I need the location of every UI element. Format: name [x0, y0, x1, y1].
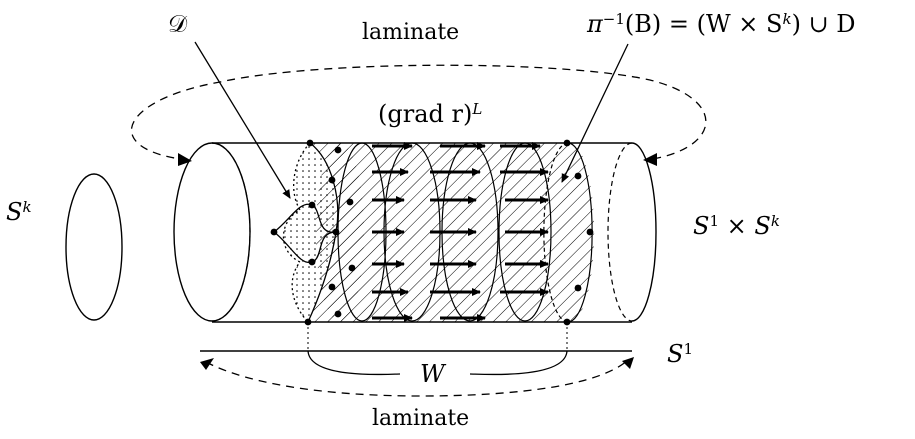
vector-field-arrows [372, 142, 549, 322]
laminate-loop-top-arrow-right [643, 153, 657, 166]
boundary-dot [306, 139, 314, 147]
boundary-dot [586, 228, 594, 236]
label-s1-exp: 1 [709, 211, 719, 230]
cylinder-left-end-hidden [211, 142, 251, 322]
cylinder-right-end-hidden [607, 142, 633, 322]
boundary-dot [308, 201, 316, 209]
label-s1-times-sk: S1 × Sk [693, 211, 780, 240]
boundary-dots [270, 139, 594, 326]
slice-circle-5-back [543, 142, 569, 323]
label-s1-right-exp: 1 [683, 339, 693, 358]
label-preimage-end: ) ∪ D [791, 10, 856, 38]
label-s1-right-base: S [667, 340, 684, 368]
pointer-arrow-preimage [561, 43, 629, 183]
label-w: W [420, 360, 445, 388]
pointer-arrow-d [194, 41, 291, 199]
boundary-dot [308, 258, 316, 266]
boundary-dot [346, 198, 354, 206]
boundary-dot [328, 176, 336, 184]
w-interval-curve [307, 350, 568, 376]
boundary-dot [334, 310, 342, 318]
label-grad-r: (grad r)L [378, 99, 483, 128]
label-preimage-mid: (B) = (W × S [624, 10, 783, 38]
label-sk-exp: k [22, 197, 32, 216]
sk-sphere-ellipse [65, 173, 123, 321]
laminate-loop-bottom-arrow-right [622, 357, 634, 369]
laminate-loop-bottom-arrow-left [200, 358, 214, 370]
label-preimage-pi: π [587, 10, 603, 38]
label-preimage: π−1(B) = (W × Sk) ∪ D [587, 9, 856, 38]
cylinder-right-end-visible [631, 142, 657, 322]
boundary-dot [332, 228, 340, 236]
disk-boundary-left-dotted [282, 142, 311, 323]
dotted-region [283, 143, 338, 322]
boundary-dot [328, 283, 336, 291]
boundary-dot [334, 146, 342, 154]
laminate-loop-bottom [205, 359, 629, 397]
boundary-dot [574, 172, 582, 180]
boundary-dot [563, 139, 571, 147]
label-sk-left: Sk [6, 197, 32, 226]
laminate-loop-top [130, 64, 707, 161]
label-grad-exp: L [472, 99, 483, 118]
label-s1-right: S1 [667, 339, 693, 368]
label-times-sk: × S [719, 212, 771, 240]
slice-circle-4 [498, 142, 552, 322]
boundary-dot [574, 284, 582, 292]
label-laminate-top: laminate [362, 20, 460, 45]
boundary-dot [270, 228, 278, 236]
label-s1-base: S [693, 212, 710, 240]
label-sk-base: S [6, 198, 23, 226]
label-d-script: 𝒟 [168, 10, 188, 38]
label-laminate-bottom: laminate [372, 406, 470, 431]
laminate-loop-top-arrow-left [178, 153, 192, 166]
label-preimage-k: k [782, 9, 792, 28]
label-sk-exp-right: k [770, 211, 780, 230]
label-preimage-pi-exp: −1 [602, 9, 625, 28]
label-grad-main: (grad r) [378, 100, 473, 128]
boundary-dot [348, 264, 356, 272]
